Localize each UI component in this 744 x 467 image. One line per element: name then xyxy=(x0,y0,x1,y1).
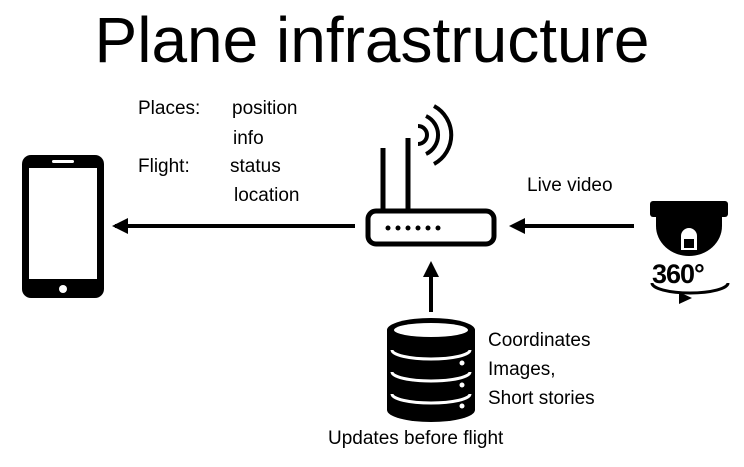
flight-label: Flight: xyxy=(138,156,190,177)
status-label: status xyxy=(230,156,281,177)
places-label: Places: xyxy=(138,98,201,119)
coordinates-label: Coordinates xyxy=(488,330,591,351)
page-title: Plane infrastructure xyxy=(94,4,650,76)
updates-label: Updates before flight xyxy=(328,428,504,449)
location-label: location xyxy=(234,185,300,206)
info-label: info xyxy=(233,128,264,149)
database-icon xyxy=(387,318,475,422)
short-stories-label: Short stories xyxy=(488,388,595,409)
smartphone-icon xyxy=(22,155,104,298)
360-camera-icon xyxy=(650,201,730,304)
wifi-router-icon xyxy=(365,104,497,247)
camera-360-badge: 360° xyxy=(652,259,705,289)
arrow-database-to-router xyxy=(423,261,439,312)
position-label: position xyxy=(232,98,298,119)
live-video-label: Live video xyxy=(527,175,613,196)
arrow-camera-to-router xyxy=(509,218,634,234)
images-label: Images, xyxy=(488,359,556,380)
arrow-router-to-phone xyxy=(112,218,355,234)
